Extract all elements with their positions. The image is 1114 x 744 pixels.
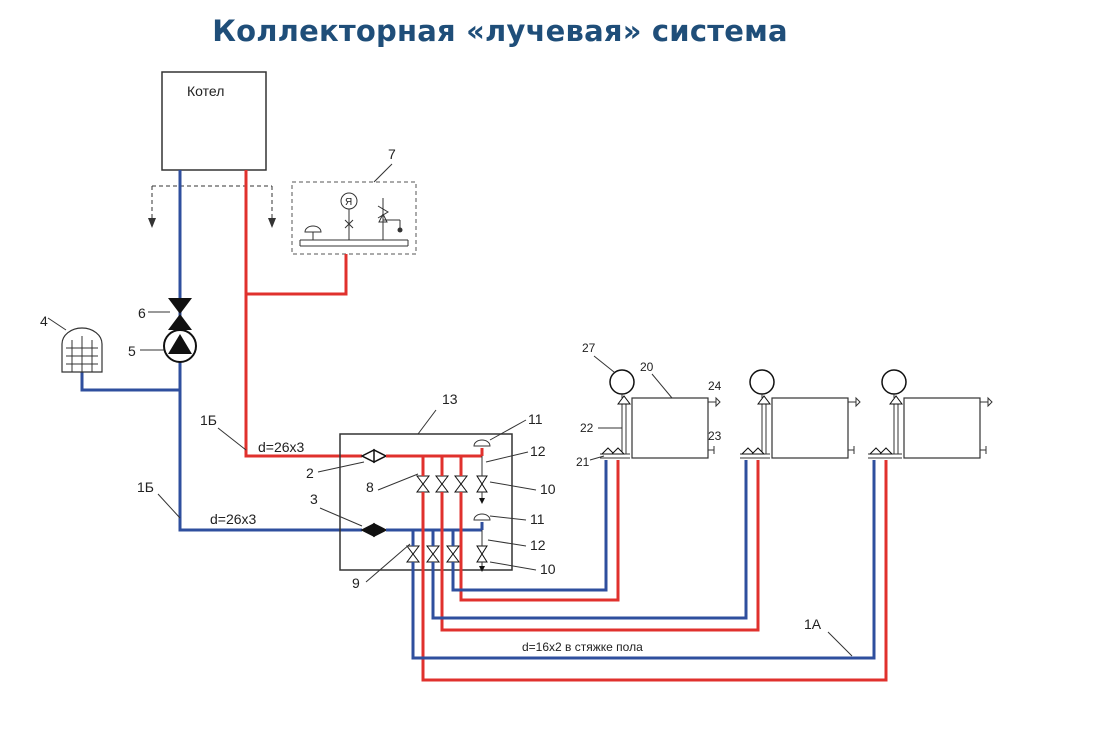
expansion-tank-icon bbox=[61, 327, 103, 373]
thermostatic-head-icon bbox=[881, 369, 907, 395]
air-vent-icon bbox=[304, 225, 322, 233]
label-1b-top: 1Б bbox=[200, 412, 217, 428]
valve-icon bbox=[360, 522, 388, 538]
boiler-label: Котел bbox=[187, 83, 224, 99]
page-title: Коллекторная «лучевая» система bbox=[212, 14, 788, 48]
label-8: 8 bbox=[366, 479, 374, 495]
supply-outlet-valves bbox=[416, 475, 468, 493]
return-to-tank bbox=[80, 372, 180, 392]
label-10-top: 10 bbox=[540, 481, 556, 497]
label-4: 4 bbox=[40, 313, 48, 329]
supply-circuit-1 bbox=[459, 460, 620, 602]
collector-cabinet bbox=[339, 433, 513, 571]
drain-arrow-icon bbox=[268, 218, 276, 228]
supply-pipe-main bbox=[244, 170, 362, 458]
boiler-drains bbox=[148, 185, 276, 228]
label-12-bottom: 12 bbox=[530, 537, 546, 553]
supply-circuit-2 bbox=[440, 460, 760, 632]
label-22: 22 bbox=[580, 421, 594, 435]
label-2: 2 bbox=[306, 465, 314, 481]
label-24: 24 bbox=[708, 379, 722, 393]
thermostatic-head-icon bbox=[609, 369, 635, 395]
label-21: 21 bbox=[576, 455, 590, 469]
drain-valve bbox=[476, 456, 488, 504]
return-pipe-main bbox=[178, 170, 362, 532]
radiator-icon bbox=[740, 395, 861, 459]
valve-icon bbox=[168, 298, 192, 330]
label-1b-bottom: 1Б bbox=[137, 479, 154, 495]
label-10-bottom: 10 bbox=[540, 561, 556, 577]
supply-circuit-3 bbox=[421, 460, 888, 682]
return-outlet-valves bbox=[406, 545, 460, 563]
gauge-letter: Я bbox=[345, 197, 352, 208]
return-circuit-2 bbox=[431, 460, 748, 620]
label-23: 23 bbox=[708, 429, 722, 443]
air-vent-icon bbox=[473, 439, 491, 447]
valve-icon bbox=[360, 448, 388, 464]
supply-diameter-label: d=26x3 bbox=[258, 439, 305, 455]
label-9: 9 bbox=[352, 575, 360, 591]
label-20: 20 bbox=[640, 360, 654, 374]
floor-pipe-label: d=16x2 в стяжке пола bbox=[522, 640, 643, 654]
drain-valve bbox=[476, 530, 488, 572]
label-1a: 1А bbox=[804, 616, 822, 632]
thermostatic-head-icon bbox=[749, 369, 775, 395]
return-circuit-1 bbox=[451, 460, 608, 592]
label-5: 5 bbox=[128, 343, 136, 359]
label-13: 13 bbox=[442, 391, 458, 407]
label-3: 3 bbox=[310, 491, 318, 507]
label-11-top: 11 bbox=[528, 411, 543, 427]
return-diameter-label: d=26x3 bbox=[210, 511, 257, 527]
pump-icon bbox=[163, 329, 197, 363]
return-circuit-3 bbox=[411, 460, 876, 660]
label-12-top: 12 bbox=[530, 443, 546, 459]
supply-to-safety-group bbox=[246, 254, 348, 296]
safety-group: Я bbox=[291, 181, 417, 255]
label-7: 7 bbox=[388, 146, 396, 162]
air-vent-icon bbox=[473, 513, 491, 521]
radiator-icon bbox=[868, 395, 993, 459]
label-6: 6 bbox=[138, 305, 146, 321]
label-11-bottom: 11 bbox=[530, 511, 545, 527]
label-27: 27 bbox=[582, 341, 596, 355]
drain-arrow-icon bbox=[148, 218, 156, 228]
boiler bbox=[161, 71, 267, 171]
radiator-icon bbox=[600, 395, 721, 459]
